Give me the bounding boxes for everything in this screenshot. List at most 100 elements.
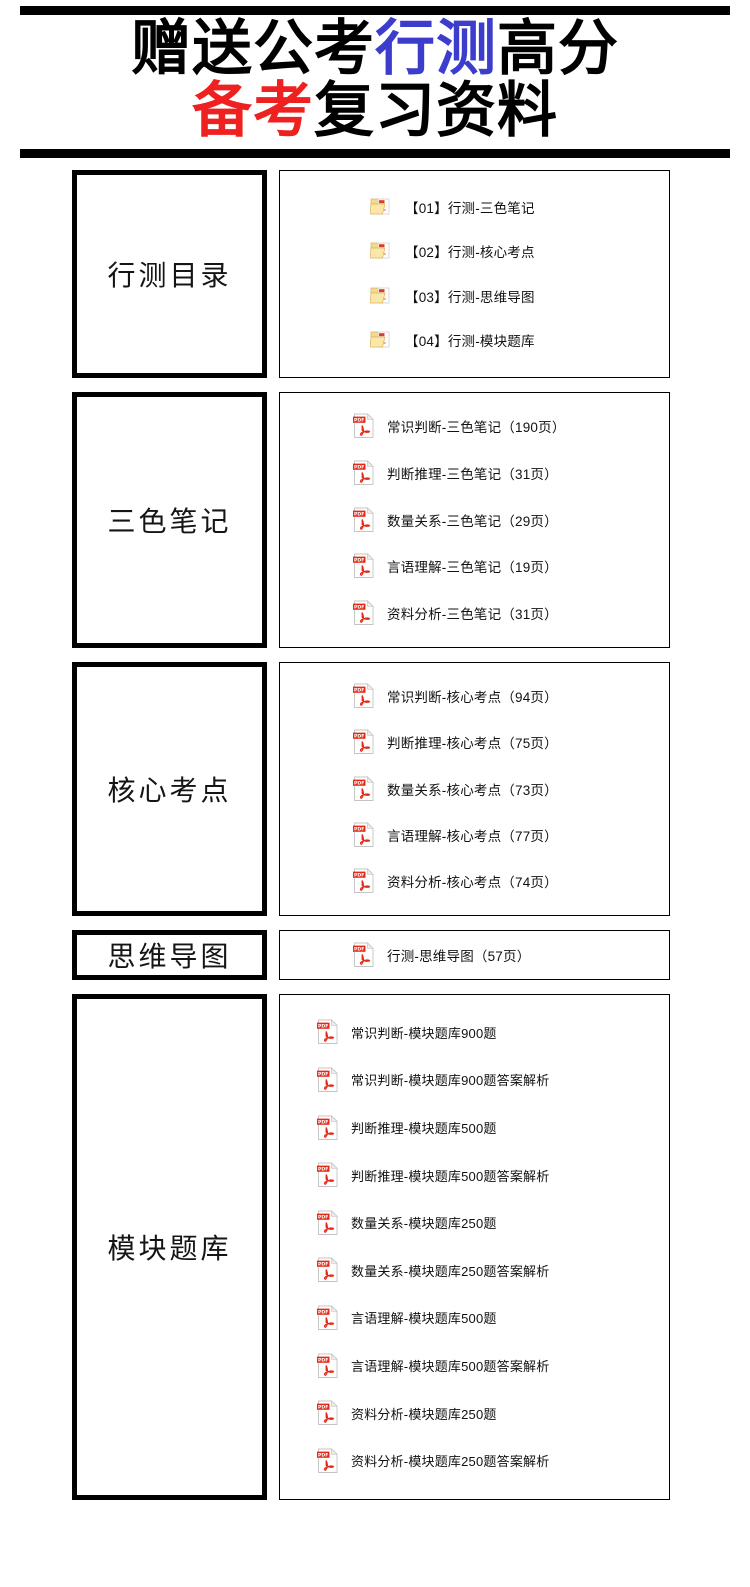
section-file-list-4: PDF 行测-思维导图（57页） <box>279 929 670 980</box>
poster-banner: 赠送公考行测高分 备考复习资料 <box>0 15 750 145</box>
file-name-label: 常识判断-模块题库900题 <box>351 1025 497 1041</box>
section-file-list-2: PDF 常识判断-三色笔记（190页） PDF 判断推理-三色笔记（31页） PDF 数量… <box>279 391 670 648</box>
file-list-item[interactable]: PDF 常识判断-模块题库900题 <box>280 1019 669 1045</box>
file-name-label: 常识判断-模块题库900题答案解析 <box>351 1073 550 1089</box>
banner-line1-highlight: 行测 <box>375 14 497 84</box>
section-label-box-5: 模块题库 <box>72 993 267 1500</box>
file-list-item[interactable]: PDF 数量关系-核心考点（73页） <box>280 775 669 802</box>
file-name-label: 判断推理-模块题库500题答案解析 <box>351 1168 550 1184</box>
file-list-item[interactable]: PDF 言语理解-核心考点（77页） <box>280 822 669 848</box>
pdf-file-icon: PDF <box>352 729 376 755</box>
file-list-item[interactable]: 【01】行测-三色笔记 <box>280 195 669 219</box>
file-name-label: 资料分析-核心考点（74页） <box>387 875 558 891</box>
poster-root: 赠送公考行测高分 备考复习资料 行测目录【01】行测-三色笔记【02】行测-核心… <box>0 6 750 1500</box>
file-list-item[interactable]: PDF 常识判断-模块题库900题答案解析 <box>280 1067 669 1093</box>
file-name-label: 数量关系-三色笔记（29页） <box>387 513 558 529</box>
file-name-label: 资料分析-模块题库250题 <box>351 1406 497 1422</box>
file-list-item[interactable]: PDF 数量关系-三色笔记（29页） <box>280 506 669 533</box>
section-label: 思维导图 <box>107 939 232 973</box>
banner-line2-highlight: 备考 <box>192 75 314 146</box>
pdf-file-icon: PDF <box>352 775 376 802</box>
svg-text:PDF: PDF <box>354 734 364 740</box>
svg-text:PDF: PDF <box>354 827 364 833</box>
svg-text:PDF: PDF <box>354 780 364 786</box>
pdf-file-icon: PDF <box>316 1257 340 1283</box>
section-file-list-1: 【01】行测-三色笔记【02】行测-核心考点【03】行测-思维导图【04】行测-… <box>279 169 670 378</box>
file-list-item[interactable]: 【04】行测-模块题库 <box>280 328 669 352</box>
file-name-label: 判断推理-三色笔记（31页） <box>387 466 558 482</box>
file-list-item[interactable]: PDF 资料分析-模块题库250题答案解析 <box>280 1447 669 1474</box>
file-list-item[interactable]: PDF 言语理解-模块题库500题答案解析 <box>280 1352 669 1379</box>
section-label-box-3: 核心考点 <box>72 661 267 916</box>
file-list-item[interactable]: PDF 数量关系-模块题库250题 <box>280 1209 669 1236</box>
file-list-item[interactable]: PDF 常识判断-三色笔记（190页） <box>280 413 669 439</box>
file-name-label: 【01】行测-三色笔记 <box>405 200 535 216</box>
svg-text:PDF: PDF <box>354 558 364 564</box>
file-list-item[interactable]: PDF 言语理解-三色笔记（19页） <box>280 553 669 579</box>
sections-container: 行测目录【01】行测-三色笔记【02】行测-核心考点【03】行测-思维导图【04… <box>0 158 750 1500</box>
pdf-file-icon: PDF <box>316 1209 340 1236</box>
file-list-item[interactable]: PDF 资料分析-核心考点（74页） <box>280 868 669 894</box>
file-name-label: 言语理解-三色笔记（19页） <box>387 560 558 576</box>
svg-text:PDF: PDF <box>354 511 364 517</box>
file-list-item[interactable]: 【03】行测-思维导图 <box>280 284 669 308</box>
pdf-file-icon: PDF <box>316 1447 340 1474</box>
pdf-file-icon: PDF <box>316 1162 340 1188</box>
file-list-item[interactable]: PDF 判断推理-核心考点（75页） <box>280 729 669 755</box>
pdf-file-icon: PDF <box>352 553 376 579</box>
file-name-label: 常识判断-核心考点（94页） <box>387 689 558 705</box>
file-name-label: 行测-思维导图（57页） <box>387 948 531 964</box>
file-list-item[interactable]: PDF 资料分析-模块题库250题 <box>280 1400 669 1426</box>
section-4: 思维导图 PDF 行测-思维导图（57页） <box>0 929 750 980</box>
pdf-file-icon: PDF <box>352 459 376 486</box>
file-name-label: 数量关系-模块题库250题 <box>351 1216 497 1232</box>
svg-text:PDF: PDF <box>354 873 364 879</box>
file-list-item[interactable]: PDF 判断推理-三色笔记（31页） <box>280 459 669 486</box>
svg-text:PDF: PDF <box>354 464 364 470</box>
pdf-file-icon: PDF <box>316 1400 340 1426</box>
file-name-label: 数量关系-核心考点（73页） <box>387 782 558 798</box>
section-5: 模块题库 PDF 常识判断-模块题库900题 PDF 常识判断-模块题库900题答案解析… <box>0 993 750 1500</box>
header-rule-top <box>20 6 730 15</box>
file-name-label: 言语理解-核心考点（77页） <box>387 828 558 844</box>
pdf-file-icon: PDF <box>352 506 376 533</box>
svg-text:PDF: PDF <box>354 946 364 952</box>
file-name-label: 【02】行测-核心考点 <box>405 245 535 261</box>
file-list-item[interactable]: PDF 判断推理-模块题库500题答案解析 <box>280 1162 669 1188</box>
file-name-label: 言语理解-模块题库500题 <box>351 1311 497 1327</box>
file-name-label: 判断推理-核心考点（75页） <box>387 736 558 752</box>
svg-text:PDF: PDF <box>354 418 364 424</box>
svg-text:PDF: PDF <box>318 1072 328 1078</box>
header-rule-bottom <box>20 148 730 158</box>
file-list-item[interactable]: PDF 行测-思维导图（57页） <box>280 941 669 968</box>
pdf-file-icon: PDF <box>316 1114 340 1141</box>
file-name-label: 常识判断-三色笔记（190页） <box>387 419 566 435</box>
file-name-label: 【03】行测-思维导图 <box>405 289 535 305</box>
pdf-folder-icon <box>370 284 394 308</box>
svg-text:PDF: PDF <box>318 1214 328 1220</box>
svg-text:PDF: PDF <box>318 1167 328 1173</box>
file-name-label: 言语理解-模块题库500题答案解析 <box>351 1359 550 1375</box>
pdf-file-icon: PDF <box>316 1019 340 1045</box>
section-label-box-2: 三色笔记 <box>72 391 267 648</box>
file-name-label: 【04】行测-模块题库 <box>405 334 535 350</box>
banner-line1-text-b: 高分 <box>497 14 619 84</box>
banner-line2-text-b: 复习资料 <box>314 75 558 146</box>
section-label-box-1: 行测目录 <box>72 169 267 378</box>
svg-text:PDF: PDF <box>318 1405 328 1411</box>
pdf-file-icon: PDF <box>352 822 376 848</box>
pdf-file-icon: PDF <box>352 868 376 894</box>
file-name-label: 资料分析-模块题库250题答案解析 <box>351 1454 550 1470</box>
pdf-file-icon: PDF <box>316 1352 340 1379</box>
pdf-file-icon: PDF <box>352 941 376 968</box>
file-list-item[interactable]: 【02】行测-核心考点 <box>280 239 669 263</box>
